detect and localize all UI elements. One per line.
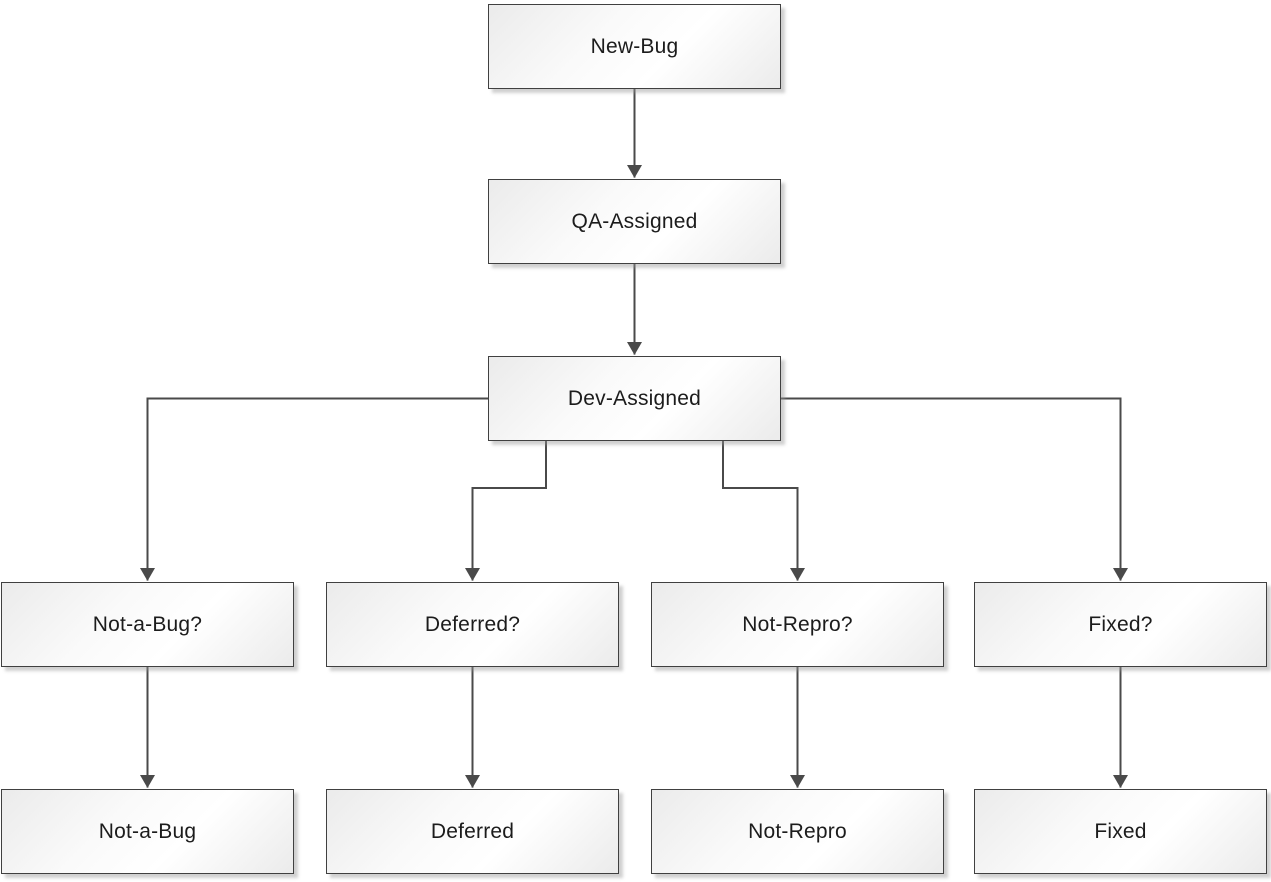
node-fixed: Fixed xyxy=(974,789,1267,874)
node-fixed-label: Fixed xyxy=(1094,819,1147,843)
connector-dev-assigned-to-not-repro-q xyxy=(722,441,805,581)
node-not-repro-question-label: Not-Repro? xyxy=(742,612,853,636)
node-new-bug: New-Bug xyxy=(488,4,781,89)
connector-dev-assigned-to-not-a-bug-q xyxy=(140,397,488,581)
node-deferred: Deferred xyxy=(326,789,619,874)
node-fixed-question-label: Fixed? xyxy=(1088,612,1153,636)
node-not-a-bug: Not-a-Bug xyxy=(1,789,294,874)
node-qa-assigned: QA-Assigned xyxy=(488,179,781,264)
node-deferred-label: Deferred xyxy=(430,819,515,843)
node-deferred-question: Deferred? xyxy=(326,582,619,667)
node-dev-assigned-label: Dev-Assigned xyxy=(567,386,702,410)
connector-dev-assigned-to-deferred-q xyxy=(465,441,547,581)
node-deferred-question-label: Deferred? xyxy=(424,612,521,636)
node-not-a-bug-question: Not-a-Bug? xyxy=(1,582,294,667)
node-not-a-bug-label: Not-a-Bug xyxy=(98,819,197,843)
connector-dev-assigned-to-fixed-q xyxy=(781,397,1128,581)
node-not-repro-question: Not-Repro? xyxy=(651,582,944,667)
node-not-a-bug-question-label: Not-a-Bug? xyxy=(92,612,203,636)
node-dev-assigned: Dev-Assigned xyxy=(488,356,781,441)
node-qa-assigned-label: QA-Assigned xyxy=(571,209,698,233)
node-not-repro: Not-Repro xyxy=(651,789,944,874)
node-not-repro-label: Not-Repro xyxy=(748,819,847,843)
node-new-bug-label: New-Bug xyxy=(590,34,679,58)
node-fixed-question: Fixed? xyxy=(974,582,1267,667)
